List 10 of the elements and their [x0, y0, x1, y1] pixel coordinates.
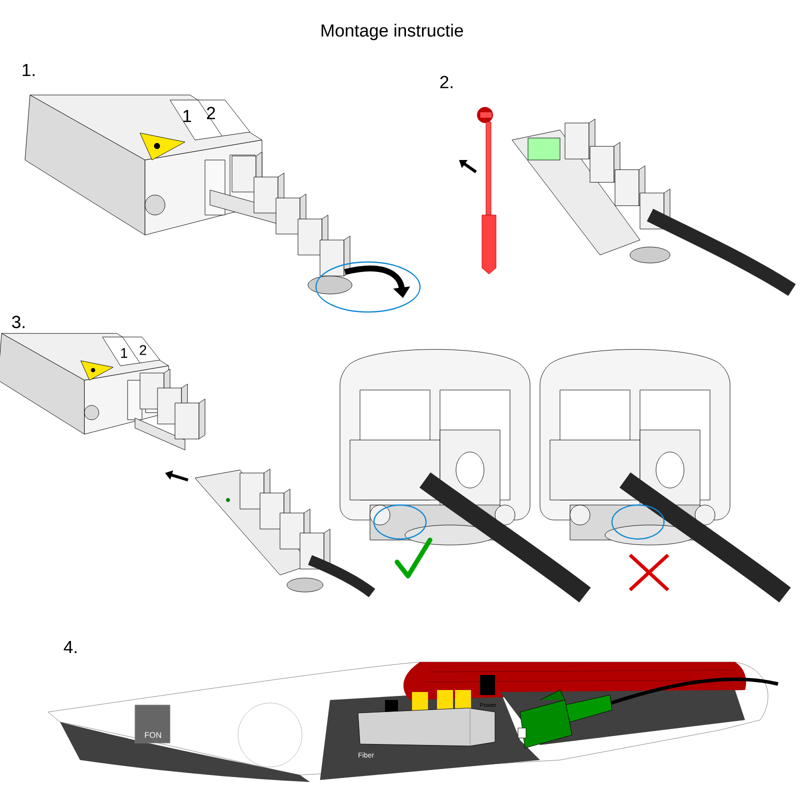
step-number: 2.	[440, 76, 452, 88]
slot-number: 2	[140, 345, 146, 355]
step-number: 3.	[12, 316, 24, 328]
slot-number: 1	[183, 110, 192, 122]
step-number: 1.	[22, 64, 34, 76]
slot-number: 2	[207, 106, 215, 120]
port-label: FON	[145, 732, 161, 738]
title: Montage instructie	[322, 24, 463, 40]
slot-number: 1	[121, 348, 128, 358]
step-number: 4.	[64, 640, 76, 654]
